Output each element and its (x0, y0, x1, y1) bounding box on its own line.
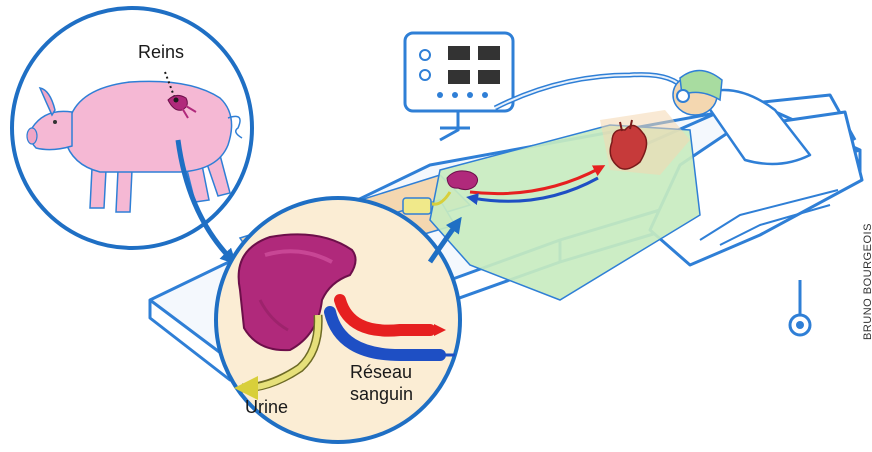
ventilator-icon (405, 33, 513, 140)
kidneys-label: Reins (138, 42, 184, 62)
blood-network-label-line1: Réseau (350, 362, 412, 382)
pig-inset: Reins (12, 8, 252, 248)
photo-credit: BRUNO BOURGEOIS (862, 223, 872, 340)
zoom-inset: Urine Réseau sanguin (216, 198, 460, 442)
kidney-icon (447, 171, 478, 190)
ventilator-tube (495, 75, 685, 108)
bed-wheel (790, 280, 810, 335)
urine-label: Urine (245, 397, 288, 417)
blood-network-label-line2: sanguin (350, 384, 413, 404)
